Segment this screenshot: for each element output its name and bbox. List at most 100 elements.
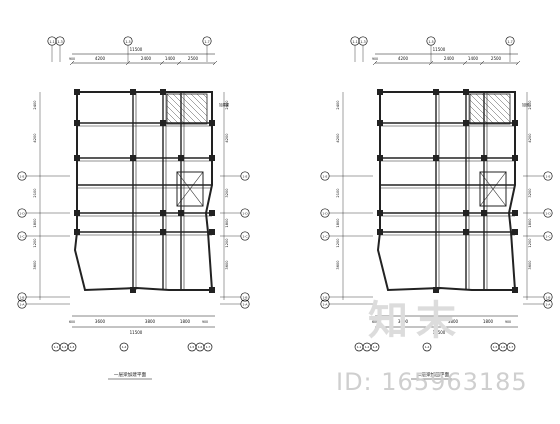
grid-label-right: 1-A [243, 302, 249, 306]
dim-side-right: 2400 [225, 100, 229, 110]
column [433, 155, 439, 161]
dim-top-part: 4200 [398, 56, 409, 61]
grid-label-bottom: 1-1 [54, 345, 59, 349]
hatch-line [196, 93, 208, 105]
dim-bottom-part: 3800 [448, 319, 459, 324]
column [512, 155, 518, 161]
grid-label-right: 1-D [545, 211, 551, 215]
dim-bottom-part: 1800 [180, 319, 191, 324]
column [160, 229, 166, 235]
hatch-line [469, 111, 483, 125]
dim-side-left: 2400 [33, 100, 37, 110]
grid-bubble-bottom [422, 342, 432, 352]
column [209, 210, 215, 216]
hatch-line [178, 93, 208, 123]
column [74, 89, 80, 95]
dim-tick [125, 60, 131, 66]
grid-label-bottom: 1-5 [493, 345, 498, 349]
grid-label-bottom: 1-4 [122, 345, 127, 349]
grid-label-right: 1-C [242, 234, 247, 238]
shaft-box [479, 171, 507, 207]
dim-tick [428, 60, 434, 66]
dim-side-right: 4200 [528, 133, 532, 143]
dim-side-right: 3200 [528, 188, 532, 198]
column [74, 155, 80, 161]
shaft-cross [176, 171, 204, 207]
dim-top-part: 2500 [188, 56, 199, 61]
plan-title: 二层梁加固平面 [417, 371, 450, 378]
grid-bubble-bottom [370, 342, 380, 352]
dim-top-edge: 900 [372, 57, 378, 61]
grid-label-left: 1-B [20, 295, 25, 299]
grid-label-left: 1-E [20, 174, 25, 178]
grid-label-bottom: 1-3 [70, 345, 75, 349]
grid-label-top: 1-3 [57, 40, 62, 44]
plan-title: 一层梁加建平面 [114, 371, 147, 378]
column [481, 155, 487, 161]
dim-side-left: 3600 [336, 260, 340, 270]
grid-label-left: 1-D [19, 211, 25, 215]
column [377, 229, 383, 235]
column [512, 120, 518, 126]
hatch-line [469, 93, 501, 125]
grid-label-right: 1-E [546, 174, 551, 178]
grid-label-right: 1-E [243, 174, 248, 178]
hatch-line [166, 99, 192, 125]
building-outline [73, 91, 214, 292]
dim-top-part: 1400 [468, 56, 479, 61]
column [178, 210, 184, 216]
dim-side-left: 3600 [33, 260, 37, 270]
column [209, 155, 215, 161]
dim-top-edge: 900 [69, 57, 75, 61]
dim-side-left: 2100 [33, 188, 37, 198]
column [512, 287, 518, 293]
hatch-line [166, 93, 198, 125]
dim-side-right: 1800 [225, 218, 229, 228]
column [130, 287, 136, 293]
dim-side-right: 3600 [225, 260, 229, 270]
dim-bottom-edge: 900 [202, 320, 208, 324]
dim-bottom-total: 11500 [130, 330, 143, 335]
dim-bottom-edge: 600 [372, 320, 378, 324]
hatch-line [184, 93, 208, 117]
note-label: 加固 [522, 102, 529, 107]
column [160, 89, 166, 95]
dim-bottom-edge: 600 [69, 320, 75, 324]
hatch-line [166, 105, 186, 125]
dim-bottom-total: 11500 [433, 330, 446, 335]
shaft-box [176, 171, 204, 207]
grid-label-left: 1-E [323, 174, 328, 178]
dim-top-part: 4200 [95, 56, 106, 61]
hatch-line [499, 93, 511, 105]
grid-label-top: 1-5 [125, 40, 130, 44]
grid-label-left: 1-A [323, 302, 329, 306]
column [377, 89, 383, 95]
column [130, 155, 136, 161]
dim-side-left: 1200 [33, 238, 37, 248]
grid-label-bottom: 1-6 [198, 345, 203, 349]
dim-tick [176, 60, 182, 66]
grid-label-right: 1-A [546, 302, 552, 306]
dim-top-total: 11500 [433, 47, 446, 52]
dim-top-part: 2400 [141, 56, 152, 61]
hatch-line [493, 93, 511, 111]
grid-label-top: 1-7 [204, 40, 209, 44]
grid-label-left: 1-B [323, 295, 328, 299]
dim-side-right: 1200 [225, 238, 229, 248]
grid-label-right: 1-D [242, 211, 248, 215]
grid-label-bottom: 1-7 [509, 345, 514, 349]
hatch-line [469, 105, 489, 125]
dim-tick [212, 60, 218, 66]
hatch-line [469, 117, 477, 125]
building-outline [376, 91, 517, 292]
dim-bottom-part: 3800 [145, 319, 156, 324]
dim-side-right: 1200 [528, 238, 532, 248]
dim-side-left: 1800 [336, 218, 340, 228]
dim-side-right: 3600 [528, 260, 532, 270]
dim-side-left: 4200 [33, 133, 37, 143]
column [209, 229, 215, 235]
dim-top-part: 1400 [165, 56, 176, 61]
grid-label-right: 1-B [243, 295, 248, 299]
shaft-cross [479, 171, 507, 207]
grid-bubble-bottom [119, 342, 129, 352]
